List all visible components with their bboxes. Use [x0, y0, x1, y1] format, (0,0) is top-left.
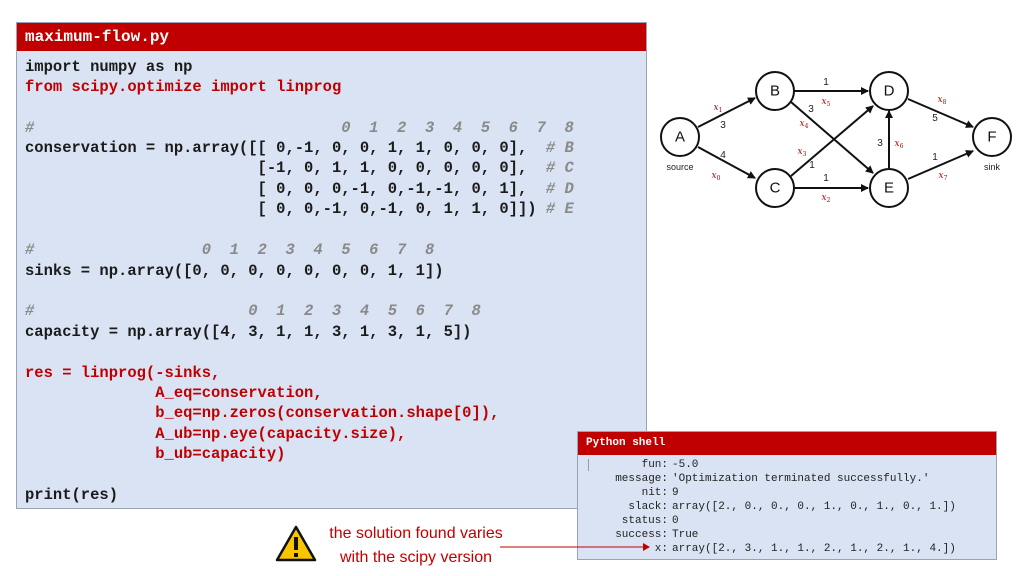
edge-capacity-c-d: 1: [809, 160, 815, 171]
sink-label: sink: [984, 162, 1001, 172]
warning-icon: [275, 525, 317, 562]
shell-key-status: status:: [621, 515, 668, 527]
note-line-2: with the scipy version: [339, 549, 493, 566]
node-c: [755, 168, 795, 208]
editor-filename: maximum-flow.py: [17, 23, 646, 51]
shell-value-slack: array([2., 0., 0., 0., 1., 0., 1., 0., 1…: [672, 501, 956, 513]
node-a-label: A: [675, 129, 685, 146]
note-line-1: the solution found varies: [329, 525, 503, 542]
code-line-conservation-row-c: [-1, 0, 1, 1, 0, 0, 0, 0, 0], # C: [25, 159, 574, 177]
node-a: [660, 117, 700, 157]
edge-capacity-d-f: 5: [932, 113, 938, 124]
code-line-sinks: sinks = np.array([0, 0, 0, 0, 0, 0, 0, 1…: [25, 262, 444, 280]
shell-key-message: message:: [615, 473, 668, 485]
code-line-import-numpy: import numpy as np: [25, 58, 193, 76]
edge-label-x3: x3: [798, 147, 807, 158]
edge-d-f: [907, 98, 974, 128]
node-f-label: F: [987, 129, 996, 146]
edge-capacity-c-e: 1: [823, 173, 829, 184]
edge-capacity-a-c: 4: [720, 150, 726, 161]
edge-label-x8: x8: [938, 95, 947, 106]
node-b-label: B: [770, 83, 780, 100]
scipy-version-note: the solution found varies with the scipy…: [306, 522, 526, 570]
shell-value-status: 0: [672, 515, 679, 527]
shell-value-fun: -5.0: [672, 459, 699, 471]
shell-key-slack: slack:: [628, 501, 668, 513]
flow-network-diagram: A B C D E F source sink x1 3 4 x0 1 x5 3…: [660, 71, 1012, 208]
code-line-capacity: capacity = np.array([4, 3, 1, 1, 3, 1, 3…: [25, 323, 472, 341]
code-editor-window: maximum-flow.py import numpy as np from …: [16, 22, 647, 509]
code-comment-indices-conservation: # 0 1 2 3 4 5 6 7 8: [25, 119, 574, 137]
edge-capacity-e-d: 3: [877, 138, 883, 149]
edge-label-x2: x2: [822, 193, 831, 204]
shell-value-x: array([2., 3., 1., 1., 2., 1., 2., 1., 4…: [672, 543, 956, 555]
shell-title: Python shell: [578, 432, 996, 455]
node-f: [972, 117, 1012, 157]
edge-capacity-b-d: 1: [823, 77, 829, 88]
shell-key-success: success:: [615, 529, 668, 541]
node-b: [755, 71, 795, 111]
node-d-label: D: [884, 83, 895, 100]
code-line-print: print(res): [25, 486, 119, 504]
node-e: [869, 168, 909, 208]
code-comment-indices-capacity: # 0 1 2 3 4 5 6 7 8: [25, 302, 481, 320]
code-line-b-ub: b_ub=capacity): [25, 445, 286, 463]
note-arrow-icon: [500, 543, 650, 551]
code-line-a-ub: A_ub=np.eye(capacity.size),: [25, 425, 407, 443]
code-line-conservation-row-b: conservation = np.array([[ 0,-1, 0, 0, 1…: [25, 139, 574, 157]
node-e-label: E: [884, 180, 894, 197]
edge-label-x4: x4: [800, 119, 809, 130]
edge-label-x6: x6: [895, 139, 904, 150]
edge-capacity-e-f: 1: [932, 152, 938, 163]
code-line-b-eq: b_eq=np.zeros(conservation.shape[0]),: [25, 404, 500, 422]
edge-a-c: [697, 146, 756, 179]
node-c-label: C: [770, 180, 781, 197]
shell-key-nit: nit:: [641, 487, 668, 499]
source-label: source: [666, 162, 693, 172]
edge-label-x5: x5: [822, 97, 831, 108]
python-shell-window: Python shell fun: -5.0 message: 'Optimiz…: [577, 431, 997, 560]
code-line-linprog-call: res = linprog(-sinks,: [25, 364, 221, 382]
shell-key-fun: fun:: [641, 459, 668, 471]
edge-capacity-a-b: 3: [720, 120, 726, 131]
edge-label-x1: x1: [714, 103, 723, 114]
edge-capacity-b-e: 3: [808, 104, 814, 115]
edge-b-e: [790, 101, 874, 174]
shell-key-x: x:: [654, 543, 668, 555]
code-line-conservation-row-e: [ 0, 0,-1, 0,-1, 0, 1, 1, 0]]) # E: [25, 200, 574, 218]
code-line-a-eq: A_eq=conservation,: [25, 384, 323, 402]
code-line-import-linprog: from scipy.optimize import linprog: [25, 78, 342, 96]
edge-a-b: [697, 97, 756, 128]
shell-value-nit: 9: [672, 487, 679, 499]
edge-label-x7: x7: [939, 171, 948, 182]
shell-cursor: [588, 459, 589, 471]
shell-value-message: 'Optimization terminated successfully.': [672, 473, 930, 485]
edge-e-f: [907, 150, 974, 180]
shell-value-success: True: [672, 529, 699, 541]
edge-c-d: [790, 105, 874, 177]
node-d: [869, 71, 909, 111]
code-comment-indices-sinks: # 0 1 2 3 4 5 6 7 8: [25, 241, 435, 259]
edge-label-x0: x0: [712, 171, 721, 182]
code-line-conservation-row-d: [ 0, 0, 0,-1, 0,-1,-1, 0, 1], # D: [25, 180, 574, 198]
